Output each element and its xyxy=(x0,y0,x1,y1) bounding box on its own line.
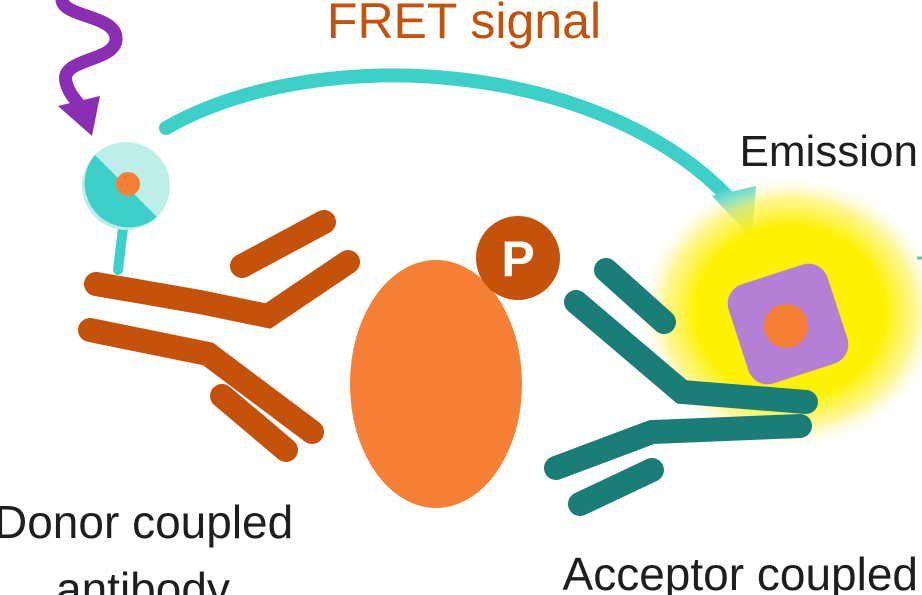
donor-label: Donor coupled xyxy=(0,496,293,548)
donor-label-line2: antibody xyxy=(56,563,230,595)
acceptor-antibody xyxy=(544,258,818,516)
signal-title: FRET signal xyxy=(327,0,601,49)
acceptor-label: Acceptor coupled xyxy=(563,548,918,595)
acceptor-fluorophore-icon xyxy=(727,263,849,385)
target-protein xyxy=(350,260,522,508)
donor-antibody xyxy=(78,210,360,462)
excitation-arrow-icon xyxy=(55,0,123,136)
donor-fluorophore-icon xyxy=(82,142,170,275)
phosphate-label: P xyxy=(501,231,534,287)
phosphate-badge-icon: P xyxy=(476,216,560,300)
emission-label: Emission xyxy=(740,127,919,176)
fret-signal-arrow xyxy=(159,68,756,238)
